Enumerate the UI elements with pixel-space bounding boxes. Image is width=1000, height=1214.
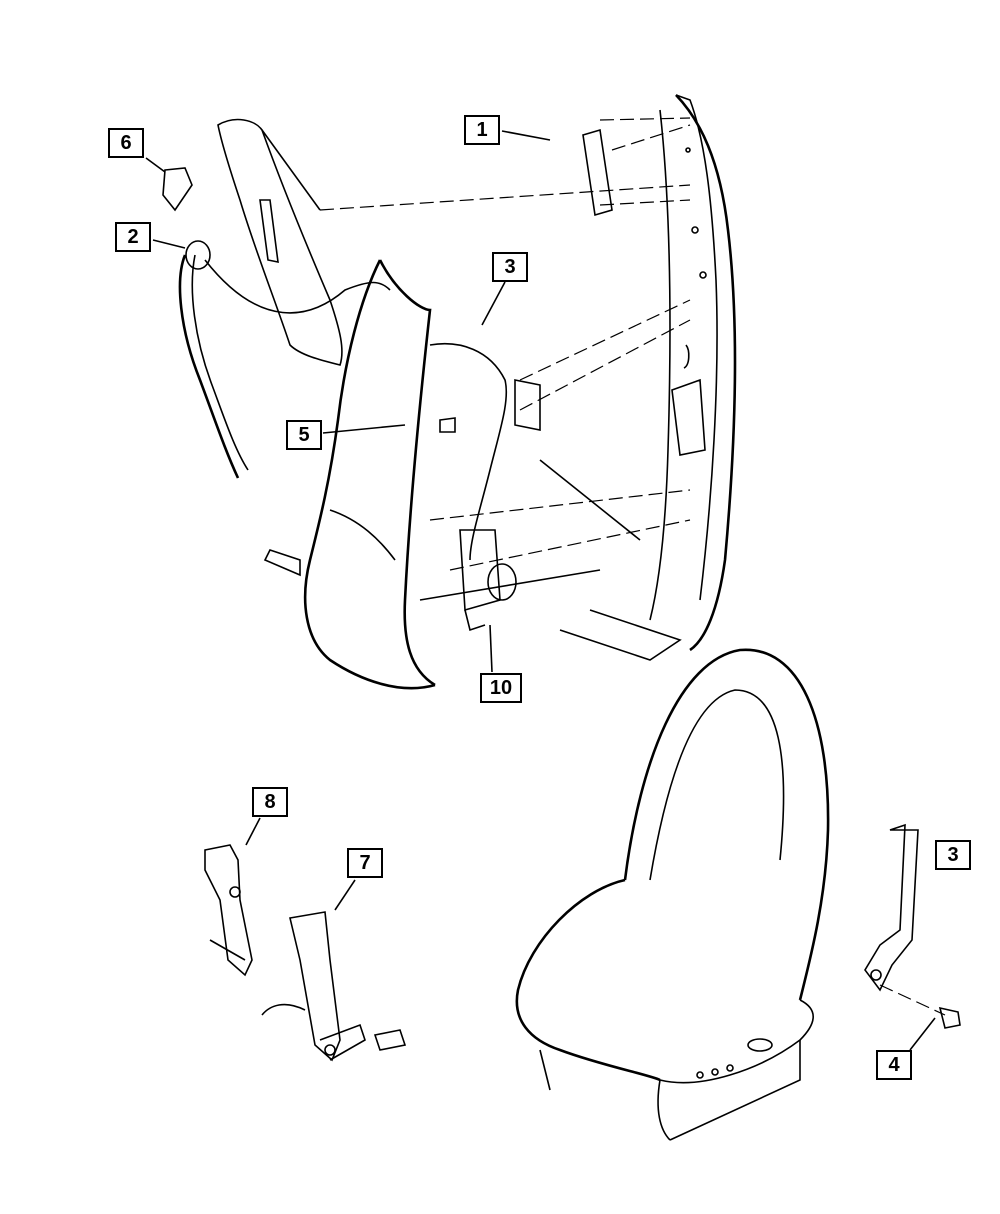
seat-side-belt-drawing: [864, 823, 961, 1029]
buckle-8-drawing: [204, 844, 253, 977]
callout-10: 10: [480, 673, 522, 703]
shoulder-belt-drawing: [162, 167, 541, 561]
retractor-drawing: [459, 529, 517, 632]
seat-drawing: [515, 648, 830, 1141]
upper-pillar-trim-drawing: [217, 118, 343, 366]
callout-6: 6: [108, 128, 144, 158]
leader-lines: [145, 130, 936, 1051]
buckle-7-drawing: [261, 911, 407, 1062]
callout-3-seat: 3: [935, 840, 971, 870]
callout-1: 1: [464, 115, 500, 145]
callout-4: 4: [876, 1050, 912, 1080]
callout-7: 7: [347, 848, 383, 878]
lower-pillar-trim-drawing: [263, 259, 436, 690]
body-pillar-drawing: [319, 94, 737, 661]
callout-5: 5: [286, 420, 322, 450]
callout-8: 8: [252, 787, 288, 817]
callout-3-retractor: 3: [492, 252, 528, 282]
height-adjuster-drawing: [582, 124, 691, 217]
callout-2: 2: [115, 222, 151, 252]
